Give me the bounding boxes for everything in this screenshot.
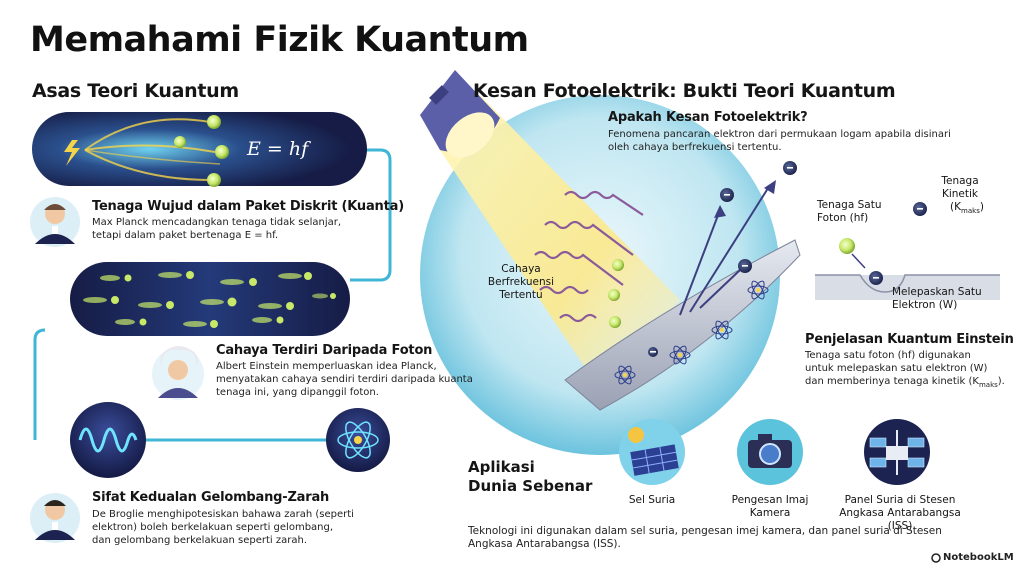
kinetic-line-2: Kinetik bbox=[941, 188, 979, 200]
planck-portrait bbox=[30, 197, 80, 247]
right-section-heading: Kesan Fotoelektrik: Bukti Teori Kuantum bbox=[473, 80, 896, 102]
electron-trajectories bbox=[679, 184, 771, 316]
kinetic-line-3: (Kmaks) bbox=[930, 201, 990, 218]
explanation-k: dan memberinya tenaga kinetik (K bbox=[805, 376, 979, 387]
photon-energy-label: Tenaga Satu Foton (hf) bbox=[817, 199, 882, 225]
light-label-line-1: Cahaya bbox=[501, 263, 541, 275]
release-line-2: Elektron (W) bbox=[892, 299, 958, 311]
debroglie-line-2: elektron) boleh berkelakuan seperti gelo… bbox=[92, 522, 334, 533]
applications-heading: Aplikasi Dunia Sebenar bbox=[468, 458, 592, 496]
connector-line-1 bbox=[350, 148, 392, 282]
plate-atoms bbox=[614, 280, 769, 385]
einstein-title: Cahaya Terdiri Daripada Foton bbox=[216, 343, 433, 358]
lamp-icon bbox=[420, 70, 500, 158]
debroglie-line-1: De Broglie menghipotesiskan bahawa zarah… bbox=[92, 509, 354, 520]
planck-photon-pill bbox=[32, 112, 367, 187]
release-electron-label: Melepaskan Satu Elektron (W) bbox=[892, 286, 982, 312]
debroglie-portrait bbox=[30, 493, 80, 543]
light-label-line-2: Berfrekuensi bbox=[487, 276, 555, 288]
einstein-photon-streaks bbox=[70, 262, 350, 336]
einstein-line-2: menyatakan cahaya sendiri terdiri daripa… bbox=[216, 374, 473, 385]
explanation-sub: maks bbox=[978, 381, 998, 389]
light-frequency-label: Cahaya Berfrekuensi Tertentu bbox=[480, 263, 562, 302]
notebooklm-logo-icon bbox=[931, 553, 941, 563]
light-label-line-3: Tertentu bbox=[499, 289, 543, 301]
einstein-description: Albert Einstein memperluaskan idea Planc… bbox=[216, 360, 473, 399]
release-line-1: Melepaskan Satu bbox=[892, 286, 982, 298]
explanation-line-3: dan memberinya tenaga kinetik (Kmaks). bbox=[805, 375, 1005, 392]
iss-label: Panel Suria di Stesen Angkasa Antarabang… bbox=[830, 494, 970, 533]
photoelectric-definition: Fenomena pancaran elektron dari permukaa… bbox=[608, 128, 951, 154]
debroglie-title: Sifat Kedualan Gelombang-Zarah bbox=[92, 490, 330, 505]
camera-label-line-2: Kamera bbox=[749, 507, 791, 519]
photon-waves bbox=[534, 190, 644, 323]
lightning-icon bbox=[64, 140, 80, 166]
applications-heading-line-1: Aplikasi bbox=[468, 458, 535, 476]
camera-icon bbox=[737, 419, 803, 485]
footer-line-2: Angkasa Antarabangsa (ISS). bbox=[468, 538, 621, 550]
camera-label-line-1: Pengesan Imaj bbox=[731, 494, 809, 506]
applications-footer: Teknologi ini digunakan dalam sel suria,… bbox=[468, 525, 942, 551]
explanation-line-1: Tenaga satu foton (hf) digunakan bbox=[805, 350, 971, 361]
footer-line-1: Teknologi ini digunakan dalam sel suria,… bbox=[468, 525, 942, 537]
iss-label-line-2: Angkasa Antarabangsa (ISS) bbox=[839, 507, 961, 532]
einstein-portrait bbox=[152, 346, 204, 400]
debroglie-description: De Broglie menghipotesiskan bahawa zarah… bbox=[92, 508, 354, 547]
solar-cell-label: Sel Suria bbox=[628, 494, 676, 506]
kinetic-energy-label: Tenaga Kinetik (Kmaks) bbox=[930, 175, 990, 218]
planck-title: Tenaga Wujud dalam Paket Diskrit (Kuanta… bbox=[92, 199, 404, 214]
camera-label: Pengesan Imaj Kamera bbox=[722, 494, 818, 520]
planck-description: Max Planck mencadangkan tenaga tidak sel… bbox=[92, 216, 341, 242]
solar-cell-icon bbox=[619, 419, 685, 485]
left-section-heading: Asas Teori Kuantum bbox=[32, 80, 239, 102]
page-title: Memahami Fizik Kuantum bbox=[30, 20, 529, 60]
photon-energy-line-1: Tenaga Satu bbox=[817, 199, 882, 211]
applications-heading-line-2: Dunia Sebenar bbox=[468, 477, 593, 495]
definition-line-2: oleh cahaya berfrekuensi tertentu. bbox=[608, 142, 782, 153]
wave-circle-icon bbox=[70, 402, 146, 478]
einstein-explanation-text: Tenaga satu foton (hf) digunakan untuk m… bbox=[805, 349, 1005, 392]
debroglie-line-3: dan gelombang berkelakuan seperti zarah. bbox=[92, 535, 308, 546]
photon-energy-line-2: Foton (hf) bbox=[817, 212, 869, 224]
einstein-line-3: tenaga ini, yang dipanggil foton. bbox=[216, 387, 379, 398]
definition-line-1: Fenomena pancaran elektron dari permukaa… bbox=[608, 129, 951, 140]
light-beam bbox=[440, 95, 680, 390]
notebooklm-brand: NotebookLM bbox=[943, 552, 1014, 563]
planck-line-1: Max Planck mencadangkan tenaga tidak sel… bbox=[92, 217, 342, 228]
connector-line-2 bbox=[33, 328, 46, 440]
iss-satellite-icon bbox=[864, 419, 930, 485]
einstein-line-1: Albert Einstein memperluaskan idea Planc… bbox=[216, 361, 437, 372]
kinetic-close: ) bbox=[979, 201, 984, 213]
kinetic-k: (K bbox=[950, 201, 962, 213]
planck-line-2: tetapi dalam paket bertenaga E = hf. bbox=[92, 230, 279, 241]
explanation-close: ). bbox=[997, 376, 1005, 387]
explanation-line-2: untuk melepaskan satu elektron (W) bbox=[805, 363, 988, 374]
einstein-explanation-title: Penjelasan Kuantum Einstein bbox=[805, 332, 1014, 347]
kinetic-line-1: Tenaga bbox=[941, 175, 979, 187]
atom-circle-icon bbox=[326, 408, 390, 472]
planck-equation: E = hf bbox=[247, 138, 309, 160]
electron-release-diagram bbox=[815, 238, 1000, 300]
kinetic-sub: maks bbox=[961, 207, 980, 216]
photoelectric-question: Apakah Kesan Fotoelektrik? bbox=[608, 110, 808, 125]
iss-label-line-1: Panel Suria di Stesen bbox=[844, 494, 956, 506]
